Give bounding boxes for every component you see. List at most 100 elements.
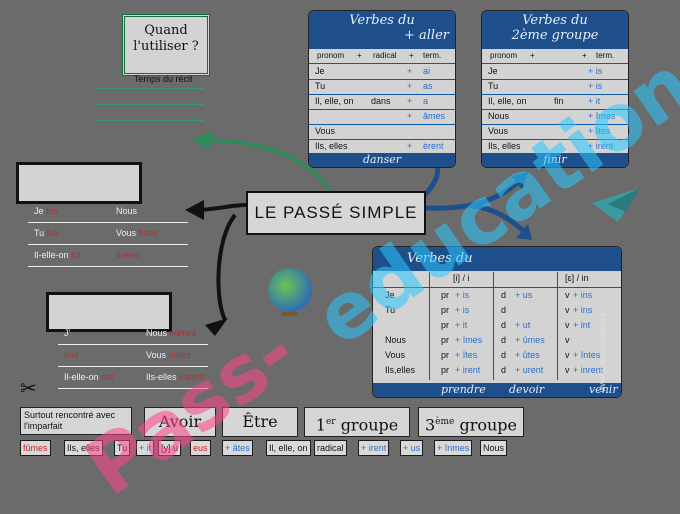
- aller-rule: [309, 94, 455, 95]
- verbes-3e-title: Verbes du: [373, 247, 621, 271]
- etre-pronom: Tu: [34, 228, 47, 238]
- avoir-pronom: Il-elle-on: [64, 372, 102, 382]
- avoir-header: [46, 292, 172, 332]
- pill-it[interactable]: + it: [136, 440, 155, 456]
- aller-term: as: [423, 81, 433, 91]
- avoir-right: Ils-elles eurent: [146, 372, 205, 382]
- verbes-3e-headers: [i] / i [ɛ] / in: [373, 271, 621, 288]
- quand-box: Quand l'utiliser ?: [122, 14, 210, 76]
- etre-left: Il-elle-on fut: [34, 250, 81, 260]
- avoir-pronom: J': [64, 328, 71, 338]
- aller-pronom: Je: [315, 66, 325, 76]
- aller-term: ai: [423, 66, 431, 76]
- aller-term: âmes: [423, 111, 446, 121]
- verbes-aller-table: Verbes du + aller pronom + radical + ter…: [308, 10, 456, 168]
- aller-pronom: Il, elle, on: [315, 96, 354, 106]
- avoir-form: eûmes: [169, 328, 197, 338]
- etre-right: Vous fûtes: [116, 228, 158, 238]
- pill-irent[interactable]: + irent: [358, 440, 390, 456]
- etre-form: fut: [71, 250, 82, 260]
- pill-nous[interactable]: Nous: [480, 440, 508, 456]
- g3-venir: v: [565, 305, 570, 315]
- g3-prendre-term: + îmes: [455, 335, 483, 345]
- avoir-label: Avoir: [144, 407, 216, 437]
- avoir-form: eut: [101, 372, 114, 382]
- g3-venir-term: + ins: [573, 305, 593, 315]
- verbes-2e-headers: pronom + + term.: [482, 49, 628, 64]
- etre-label: Être: [222, 407, 298, 437]
- pill-tu[interactable]: Tu: [114, 440, 131, 456]
- avoir-left: J': [64, 328, 70, 338]
- g3-prendre-term: + is: [455, 305, 470, 315]
- g3-divider: [493, 272, 494, 380]
- g2-term: + it: [588, 96, 601, 106]
- avoir-rule: [58, 388, 208, 389]
- g2-rule: [482, 124, 628, 125]
- aller-term: a: [423, 96, 429, 106]
- globe-stand: [282, 312, 298, 316]
- g2-rule: [482, 79, 628, 80]
- g3-prendre: pr: [441, 290, 450, 300]
- aller-plus: +: [407, 81, 413, 91]
- aller-pronom: Ils, elles: [315, 141, 348, 151]
- g1-label: 1er groupe: [304, 407, 410, 437]
- aller-plus: +: [407, 66, 413, 76]
- pill-eus[interactable]: eus: [190, 440, 211, 456]
- etre-form: fûtes: [138, 228, 159, 238]
- aller-rule: [309, 79, 455, 80]
- globe-icon: [268, 268, 312, 312]
- pill-inmes[interactable]: + înmes: [434, 440, 473, 456]
- etre-form: furent: [116, 250, 140, 260]
- pill-il-elle-on[interactable]: Il, elle, on: [266, 440, 311, 456]
- pill-ates[interactable]: + âtes: [222, 440, 253, 456]
- g3-venir: v: [565, 365, 570, 375]
- g3-pronom: Nous: [385, 335, 407, 345]
- avoir-right: Vous eûtes: [146, 350, 191, 360]
- g3-prendre: pr: [441, 365, 450, 375]
- avoir-rule: [58, 344, 208, 345]
- quand-text: Temps du récit: [134, 74, 193, 84]
- avoir-form: eus: [64, 350, 79, 360]
- verbes-2e-footer: finir: [482, 153, 628, 167]
- avoir-pronom: Ils-elles: [146, 372, 180, 382]
- g2-rule: [482, 94, 628, 95]
- pill-us[interactable]: + us: [400, 440, 424, 456]
- etre-rule: [28, 266, 188, 267]
- g2-rule: [482, 139, 628, 140]
- pill-radical[interactable]: radical: [314, 440, 347, 456]
- pill-fumes[interactable]: fûmes: [20, 440, 51, 456]
- avoir-right: Nous eûmes: [146, 328, 197, 338]
- aller-pronom: Vous: [315, 126, 336, 136]
- quand-title: Quand l'utiliser ?: [133, 23, 199, 54]
- avoir-rule: [58, 366, 208, 367]
- pill-ils-elles[interactable]: Ils, elles: [64, 440, 103, 456]
- g3-prendre-term: + it: [455, 320, 468, 330]
- g3-venir-term: + ins: [573, 290, 593, 300]
- g2-pronom: Vous: [488, 126, 509, 136]
- etre-form: fus: [46, 228, 59, 238]
- g2-pronom: Il, elle, on: [488, 96, 527, 106]
- pill-y-u[interactable]: [y] u: [158, 440, 182, 456]
- g2-term: + is: [588, 66, 603, 76]
- g2-term: + is: [588, 81, 603, 91]
- aller-pronom: Tu: [315, 81, 326, 91]
- g3-prendre: pr: [441, 335, 450, 345]
- verbes-2e-title: Verbes du 2ème groupe: [482, 11, 628, 49]
- g3-prendre: pr: [441, 305, 450, 315]
- aller-term: èrent: [423, 141, 444, 151]
- g2-pronom: Je: [488, 66, 498, 76]
- etre-left: Tu fus: [34, 228, 59, 238]
- etre-pronom: Je: [34, 206, 47, 216]
- avoir-left: Il-elle-on eut: [64, 372, 114, 382]
- g3-pronom: Vous: [385, 350, 406, 360]
- aller-plus: +: [407, 111, 413, 121]
- avoir-pronom: Vous: [146, 350, 169, 360]
- g3-label: 3ème groupe: [418, 407, 524, 437]
- surtout-box: Surtout rencontré avec l'imparfait: [20, 407, 132, 435]
- etre-right: furent: [116, 250, 139, 260]
- g3-venir: v: [565, 350, 570, 360]
- g3-venir-term: + întes: [573, 350, 601, 360]
- g2-term: + irent: [588, 141, 614, 151]
